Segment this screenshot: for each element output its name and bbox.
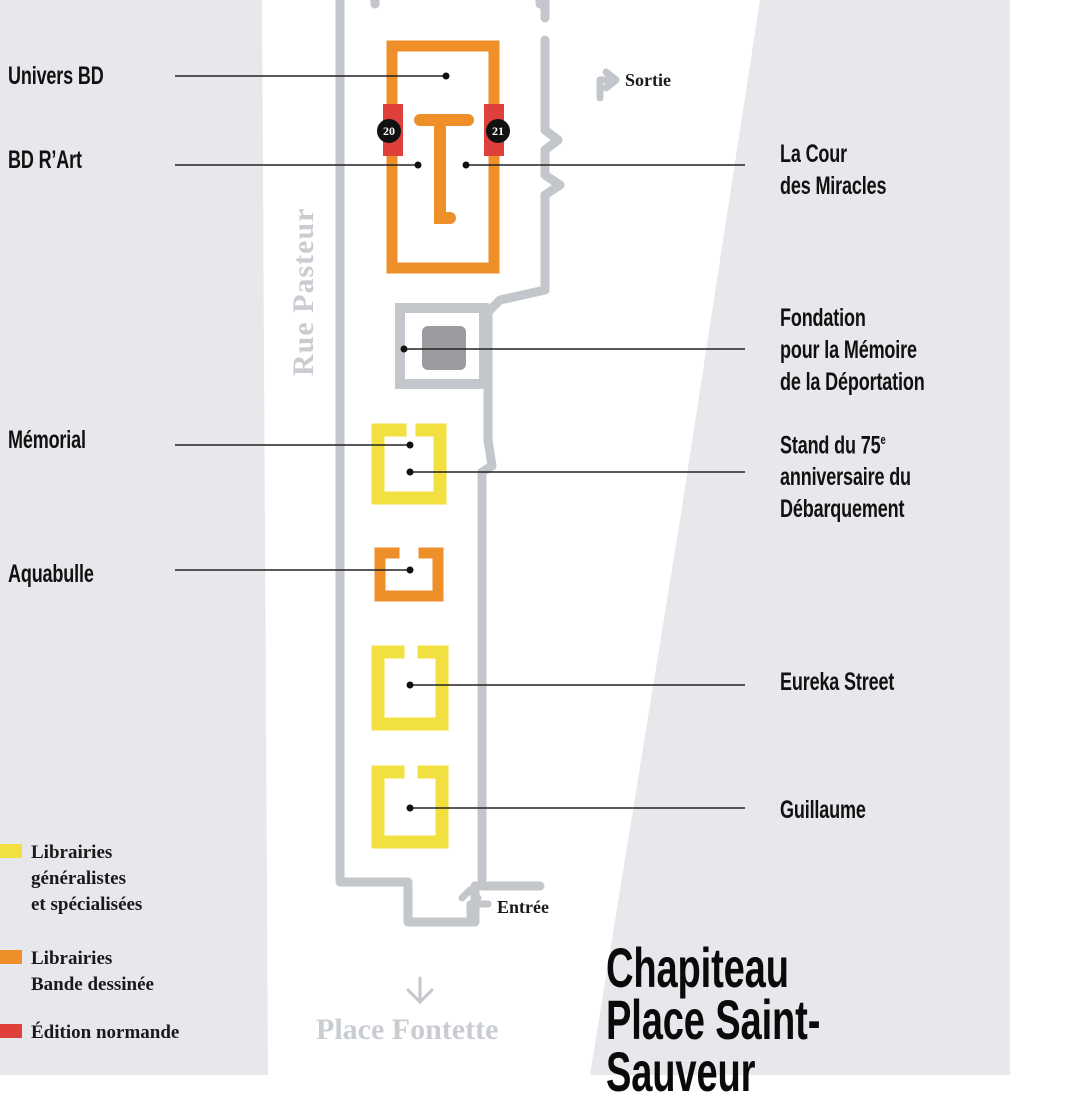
label-guillaume: Guillaume [780, 796, 866, 824]
down-arrow-icon [406, 976, 434, 1005]
right-gray-area [590, 0, 1010, 1075]
title-line-2: Place Saint-Sauveur [606, 988, 821, 1103]
label-fondation: Fondation pour la Mémoire de la Déportat… [780, 304, 925, 396]
exit-arrow [596, 68, 620, 102]
fondation-stand[interactable] [395, 303, 489, 389]
left-gray-area [0, 0, 268, 1075]
entrance-label: Entrée [497, 897, 549, 917]
univers-bd-stand[interactable] [386, 40, 500, 274]
entrance-arrow [458, 886, 492, 920]
aquabulle-stand[interactable] [374, 547, 444, 602]
eureka-street-stand[interactable] [371, 645, 449, 731]
title-line-1: Chapiteau [606, 936, 789, 999]
legend-text-generalist: Librairies généralistes et spécialisées [31, 842, 143, 915]
stand-20-badge: 20 [377, 119, 401, 143]
stand-21-badge: 21 [486, 119, 510, 143]
street-label-rue-pasteur: Rue Pasteur [287, 207, 320, 376]
label-aquabulle: Aquabulle [8, 560, 94, 588]
label-univers-bd: Univers BD [8, 62, 104, 90]
label-eureka-street: Eureka Street [780, 668, 895, 696]
fondation-inner [422, 326, 466, 370]
label-stand-75e: Stand du 75e anniversaire du Débarquemen… [780, 431, 911, 524]
memorial-stand[interactable] [371, 423, 447, 505]
legend-swatch-red [0, 1024, 22, 1038]
leader-dots [400, 72, 470, 812]
far-right-strip [1010, 0, 1075, 1075]
legend-text-comics: Librairies Bande dessinée [31, 948, 154, 995]
legend-swatch-orange [0, 950, 22, 964]
legend: Librairies généralistes et spécialisées … [0, 840, 260, 1043]
cour-des-miracles-stand[interactable] [414, 114, 474, 224]
map-canvas [0, 0, 1075, 1075]
guillaume-stand[interactable] [371, 765, 449, 849]
legend-swatch-yellow [0, 844, 22, 858]
label-bd-rart: BD R’Art [8, 146, 82, 174]
legend-text-normandy: Édition normande [31, 1022, 180, 1043]
label-cour-des-miracles: La Cour des Miracles [780, 140, 887, 200]
exit-label: Sortie [625, 70, 671, 90]
place-fontette-label: Place Fontette [316, 1013, 499, 1046]
label-memorial: Mémorial [8, 426, 86, 454]
leader-lines [175, 75, 745, 809]
tent-walls [335, 0, 565, 927]
